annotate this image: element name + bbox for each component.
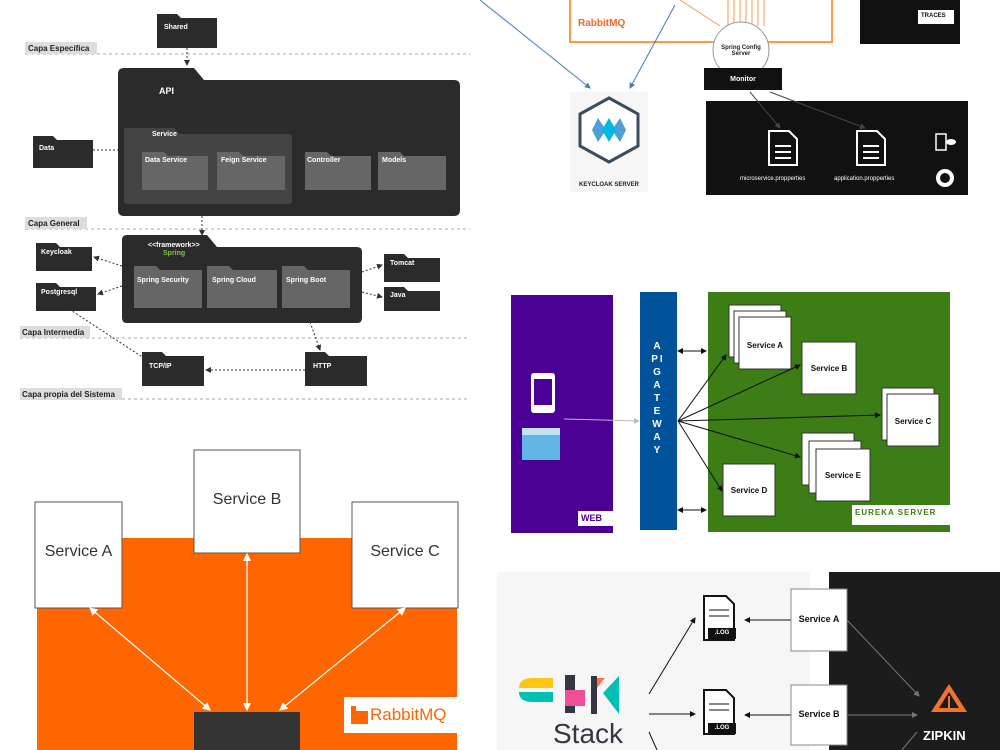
layered-architecture-diagram bbox=[20, 14, 470, 400]
eureka-service-e: Service E bbox=[824, 471, 862, 480]
layer-label-especifica: Capa Específica bbox=[28, 44, 90, 53]
bus-service-c-label: Service C bbox=[370, 543, 440, 560]
rabbitmq-bus-diagram bbox=[34, 449, 459, 750]
spring-security-label: Spring Security bbox=[137, 277, 189, 284]
log-service-b: Service B bbox=[798, 709, 840, 719]
controller-label: Controller bbox=[307, 157, 341, 164]
bus-service-b-label: Service B bbox=[212, 491, 282, 508]
api-gateway-label: API GATEWAY bbox=[651, 341, 665, 456]
file-icon bbox=[768, 130, 886, 166]
log-file-icon bbox=[703, 595, 736, 735]
shared-label: Shared bbox=[164, 24, 188, 31]
traces-label: TRACES bbox=[921, 13, 946, 19]
data-label: Data bbox=[39, 145, 55, 152]
http-label: HTTP bbox=[313, 363, 332, 370]
layer-label-propia: Capa propia del Sistema bbox=[22, 390, 115, 399]
eureka-service-a: Service A bbox=[746, 341, 784, 350]
log-label-2: .LOG bbox=[714, 725, 730, 731]
log-service-a: Service A bbox=[798, 614, 840, 624]
api-label: API bbox=[159, 86, 175, 96]
java-label: Java bbox=[390, 292, 406, 299]
layer-label-general: Capa General bbox=[28, 219, 80, 228]
bus-service-a-label: Service A bbox=[44, 543, 113, 560]
spring-cloud-label: Spring Cloud bbox=[212, 277, 256, 284]
models-label: Models bbox=[382, 157, 407, 164]
config-server-diagram bbox=[480, 0, 968, 195]
application-properties-label: application.propperties bbox=[834, 176, 895, 182]
service-label: Service bbox=[152, 131, 177, 138]
rabbitmq-logo-top: RabbitMQ bbox=[578, 18, 626, 29]
postgresql-label: Postgresql bbox=[41, 289, 78, 296]
spring-config-server-label: Spring Config Server bbox=[721, 45, 761, 57]
log-label-1: .LOG bbox=[714, 630, 730, 636]
logging-diagram bbox=[497, 572, 1000, 750]
eureka-diagram bbox=[511, 292, 950, 533]
monitor-label: Monitor bbox=[730, 76, 756, 83]
web-label: WEB bbox=[581, 513, 602, 523]
spring-label: Spring bbox=[163, 250, 186, 257]
spring-boot-label: Spring Boot bbox=[286, 277, 327, 284]
data-service-label: Data Service bbox=[145, 157, 188, 164]
elk-stack-label: Stack bbox=[553, 718, 624, 749]
eureka-server-label: EUREKA SERVER bbox=[855, 508, 937, 517]
eureka-service-c: Service C bbox=[894, 417, 932, 426]
microservice-properties-label: microservice.propperties bbox=[740, 176, 806, 182]
keycloak-label: Keycloak bbox=[41, 249, 72, 256]
framework-label: <<framework>> bbox=[148, 242, 200, 249]
zipkin-label: ZIPKIN bbox=[923, 728, 966, 743]
eureka-service-b: Service B bbox=[810, 364, 848, 373]
tomcat-label: Tomcat bbox=[390, 260, 415, 267]
eureka-service-d: Service D bbox=[730, 486, 768, 495]
layer-label-intermedia: Capa Intermedia bbox=[22, 328, 85, 337]
keycloak-server-label: KEYCLOAK SERVER bbox=[579, 182, 639, 188]
tcpip-label: TCP/IP bbox=[149, 363, 172, 370]
feign-service-label: Feign Service bbox=[221, 157, 267, 164]
rabbitmq-logo-bottom: RabbitMQ bbox=[370, 705, 447, 724]
